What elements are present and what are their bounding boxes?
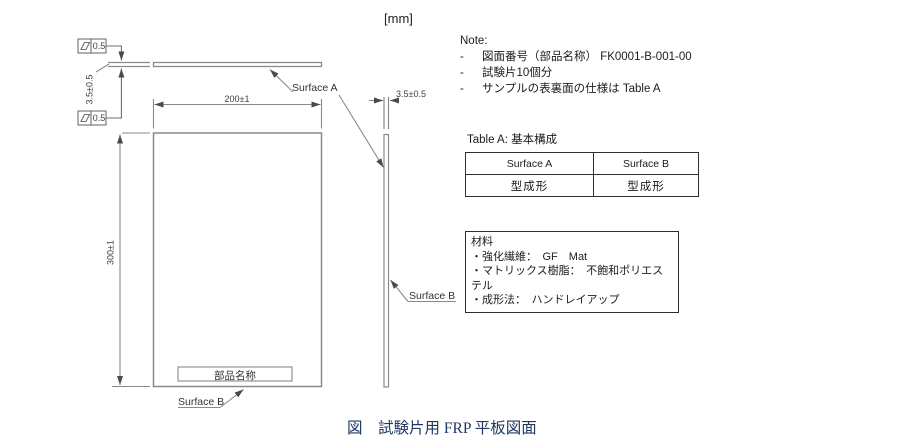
note-item-text: サンプルの表裏面の仕様は Table A — [482, 83, 661, 95]
surface-a-leader — [269, 69, 384, 168]
part-name-box — [177, 366, 293, 382]
table-a: Surface A Surface B 型成形 型成形 — [465, 152, 699, 197]
flatness-callout-bottom — [77, 68, 125, 126]
note-item: - サンプルの表裏面の仕様は Table A — [460, 81, 692, 97]
units-label: [mm] — [384, 11, 413, 26]
surface-b-side-label: Surface B — [409, 290, 456, 302]
note-bullet: - — [460, 83, 464, 95]
width-dimension — [152, 99, 323, 129]
note-item-text: 試験片10個分 — [482, 67, 553, 79]
table-a-cell: 型成形 — [593, 174, 699, 197]
flatness-icon — [80, 113, 91, 123]
flatness-value-bottom: 0.5 — [92, 112, 106, 123]
note-item: - 試験片10個分 — [460, 65, 692, 81]
material-item: ・強化繊維： GF Mat — [471, 250, 588, 263]
note-bullet: - — [460, 51, 464, 63]
material-box: 材料 ・強化繊維： GF Mat ・マトリックス樹脂： 不飽和ポリエステル ・成… — [465, 231, 679, 313]
edge-view-top — [108, 61, 323, 68]
note-item: - 図面番号（部品名称） FK0001-B-001-00 — [460, 49, 692, 65]
height-dim-text: 300±1 — [105, 240, 115, 265]
material-item: ・成形法： ハンドレイアップ — [471, 294, 620, 307]
part-name-label: 部品名称 — [214, 370, 256, 382]
note-bullet: - — [460, 67, 464, 79]
surface-b-front-leader — [178, 389, 244, 409]
flatness-value-top: 0.5 — [92, 40, 106, 51]
surface-a-label: Surface A — [292, 82, 338, 94]
height-dimension — [112, 132, 150, 388]
note-block: Note: - 図面番号（部品名称） FK0001-B-001-00 - 試験片… — [460, 33, 692, 97]
thickness-dimension-front — [95, 63, 110, 73]
table-a-header-surface-b: Surface B — [593, 152, 699, 175]
table-a-cell: 型成形 — [465, 174, 594, 197]
material-title: 材料 — [471, 236, 493, 248]
note-item-text: 図面番号（部品名称） FK0001-B-001-00 — [482, 51, 692, 63]
flatness-icon — [80, 41, 91, 51]
flatness-callout-top — [77, 38, 125, 61]
thickness-dim-side-text: 3.5±0.5 — [396, 89, 426, 99]
width-dim-text: 200±1 — [224, 94, 250, 104]
surface-b-front-label: Surface B — [178, 396, 225, 408]
thickness-dim-front-text: 3.5±0.5 — [84, 74, 94, 105]
table-a-title: Table A: 基本構成 — [467, 134, 558, 146]
front-view — [152, 132, 323, 388]
note-title: Note: — [460, 35, 488, 47]
side-view — [383, 97, 390, 388]
figure-caption: 図 試験片用 FRP 平板図面 — [347, 420, 537, 437]
table-a-header-surface-a: Surface A — [465, 152, 594, 175]
material-item: ・マトリックス樹脂： 不飽和ポリエステル — [471, 265, 664, 292]
surface-b-side-leader — [390, 279, 456, 303]
